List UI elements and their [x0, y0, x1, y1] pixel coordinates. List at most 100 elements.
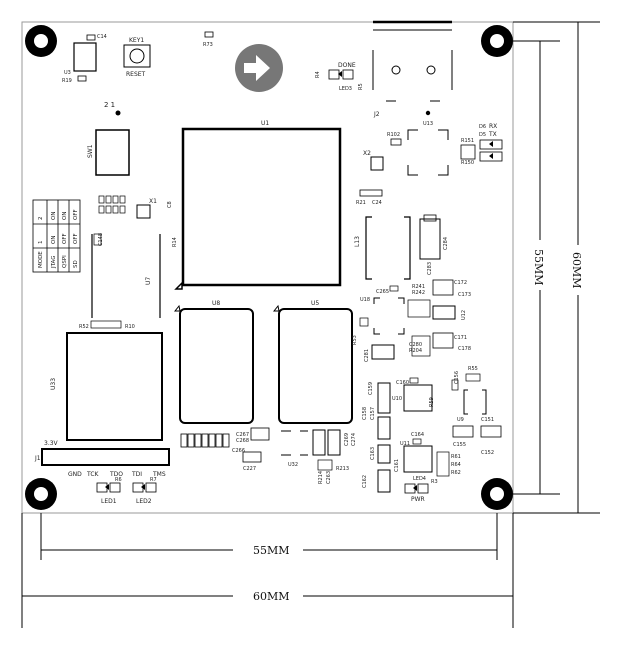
orientation-arrow-icon: [235, 44, 283, 92]
pwr-label: PWR: [411, 496, 425, 503]
crystal-x2: [370, 156, 384, 171]
led3-label: LED3: [339, 86, 352, 92]
c283-label: C283: [427, 262, 433, 275]
dim-inner-height: 55MM: [532, 249, 545, 286]
r4-label: R4: [315, 71, 321, 78]
u32-label: U32: [288, 462, 298, 468]
r6-label: R6: [115, 477, 122, 483]
u13-label: U13: [423, 121, 433, 127]
mode-table-cell: 2: [38, 217, 44, 221]
chip-u8: [179, 308, 254, 424]
chip-u5: [278, 308, 353, 424]
chip-u33: [66, 332, 163, 441]
chip-u1: [181, 127, 342, 287]
c164-label: C164: [411, 432, 424, 438]
j1-voltage-label: 3.3V: [44, 440, 59, 447]
d6-label: D6: [479, 124, 486, 130]
u1-label: U1: [261, 120, 269, 127]
c161-label: C161: [394, 459, 400, 472]
r214-label: R214: [318, 471, 324, 484]
r5-label: R5: [358, 83, 364, 90]
c160-label: C160: [396, 380, 409, 386]
mode-table-cell: QSPI: [62, 255, 68, 268]
dim-inner-width: 55MM: [253, 544, 290, 557]
c14-label: C14: [97, 34, 107, 40]
r64-label: R64: [451, 462, 461, 468]
c159-label: C159: [368, 382, 374, 395]
led1-label: LED1: [101, 498, 117, 505]
chip-u13: [407, 110, 449, 176]
c268-label: C268: [236, 438, 249, 444]
c157-label: C157: [370, 407, 376, 420]
u5-label: U5: [311, 300, 319, 307]
u11-label: U11: [400, 441, 410, 447]
j1-pin-label: TDO: [109, 471, 123, 478]
mounting-hole-top-right: [481, 25, 513, 57]
c172-label: C172: [454, 280, 467, 286]
mode-table-cell: ON: [62, 212, 68, 220]
c269-label: C269: [344, 433, 350, 446]
r151-label: R151: [461, 138, 474, 144]
chip-u11: [403, 445, 433, 473]
r242-label: R242: [412, 290, 425, 296]
mode-table-cell: MODE: [38, 251, 44, 268]
sw1-label: SW1: [87, 144, 94, 158]
mounting-hole-bottom-left: [25, 478, 57, 510]
j1-pin-label: GND: [68, 471, 82, 478]
u8-label: U8: [212, 300, 220, 307]
led1-icon: [96, 482, 121, 493]
r55-label: R55: [468, 366, 478, 372]
u33-label: U33: [50, 378, 57, 390]
c8-label: C8: [167, 201, 173, 208]
c281-label: C281: [364, 349, 370, 362]
c156-label: C156: [454, 371, 460, 384]
key1-label: KEY1: [129, 37, 144, 44]
c274-label: C274: [351, 433, 357, 446]
r241-label: R241: [412, 284, 425, 290]
c152-label: C152: [481, 450, 494, 456]
r204-label: R204: [409, 348, 422, 354]
c284-label: C284: [443, 237, 449, 250]
mounting-hole-top-left: [25, 25, 57, 57]
r62-label: R62: [451, 470, 461, 476]
u3-label: U3: [64, 70, 71, 76]
c263-label: C263: [326, 471, 332, 484]
j1-label: J1: [34, 455, 41, 462]
u12-label: U12: [461, 310, 467, 320]
r14-label: R14: [172, 237, 178, 247]
connector-j1: [41, 448, 170, 466]
c265-label: C265: [376, 289, 389, 295]
c151-label: C151: [481, 417, 494, 423]
u10-label: U10: [392, 396, 402, 402]
c266-label: C266: [232, 448, 245, 454]
r59-label: R59: [429, 397, 435, 407]
reset-key: [123, 44, 151, 68]
led2-label: LED2: [136, 498, 152, 505]
x1-label: X1: [149, 198, 157, 205]
r52-label: R52: [79, 324, 89, 330]
dim-outer-width: 60MM: [253, 590, 290, 603]
inductor-l13: [365, 216, 411, 280]
u7-label: U7: [145, 277, 152, 285]
c162-label: C162: [362, 475, 368, 488]
j1-pin-label: TMS: [152, 471, 166, 478]
rx-label: RX: [489, 123, 497, 130]
switch-sw1: [95, 129, 130, 176]
chip-u32: [281, 430, 308, 456]
r7-label: R7: [150, 477, 157, 483]
mode-table-cell: 1: [38, 241, 44, 245]
c280-label: C280: [409, 342, 422, 348]
chip-u10: [403, 384, 433, 412]
u18-label: U18: [360, 297, 370, 303]
l13-label: L13: [354, 236, 361, 247]
pwr-led-icon: [404, 483, 429, 494]
c171-label: C171: [454, 335, 467, 341]
resistor-bank: [180, 433, 230, 448]
mode-table-cell: SD: [73, 260, 79, 268]
led3-icon: [328, 69, 354, 80]
c178-label: C178: [458, 346, 471, 352]
mode-table-cell: ON: [51, 212, 57, 220]
